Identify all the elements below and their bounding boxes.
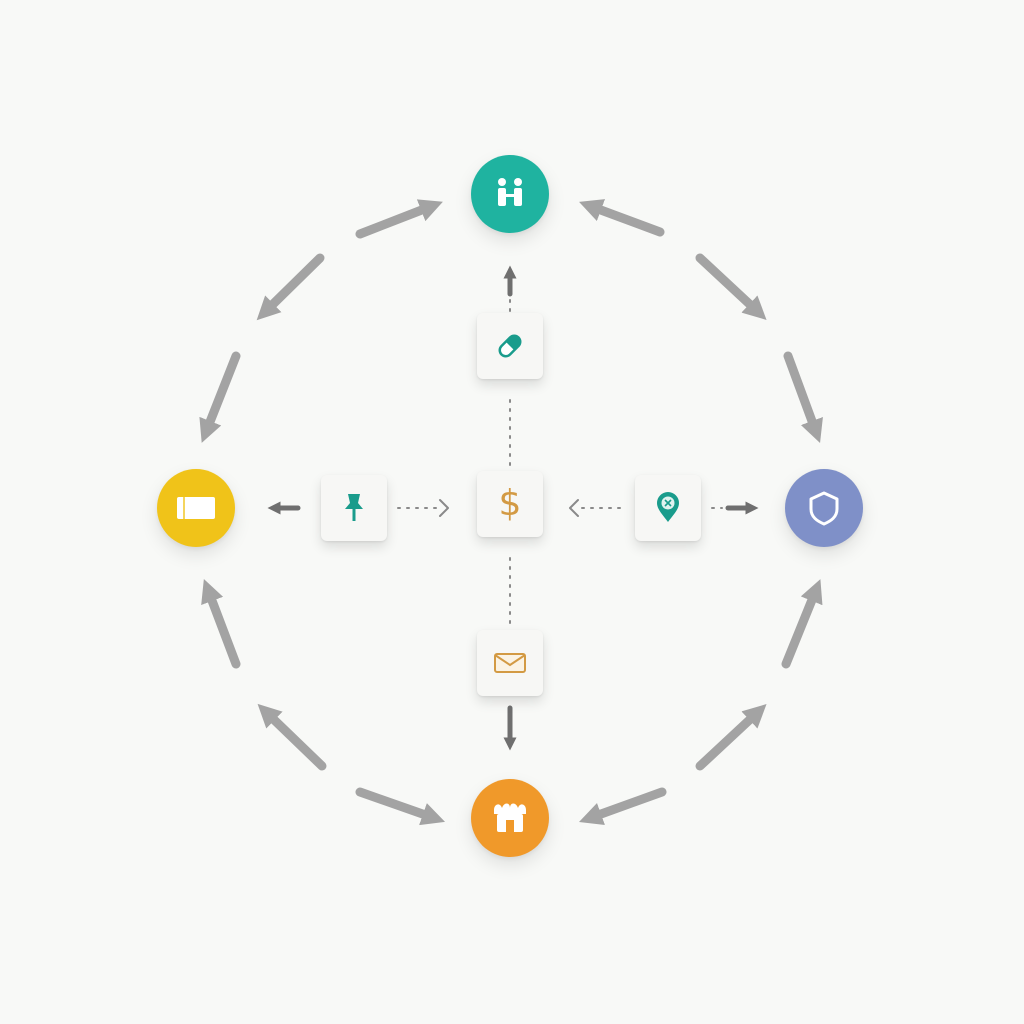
node-left[interactable] — [157, 469, 235, 547]
dollar-icon: $ — [498, 483, 522, 524]
ring-arrow — [578, 787, 667, 826]
tile-left[interactable] — [321, 475, 387, 541]
ring-arrow — [355, 199, 443, 239]
pill-icon — [498, 334, 522, 358]
node-bottom[interactable] — [471, 779, 549, 857]
tile-top[interactable] — [477, 313, 543, 379]
tile-right[interactable] — [635, 475, 701, 541]
ring-arrow — [199, 351, 241, 443]
ring-arrow — [355, 787, 446, 826]
people-icon — [498, 178, 522, 206]
ring-arrow — [256, 253, 325, 321]
chevron-right-icon — [439, 499, 449, 517]
node-right[interactable] — [785, 469, 863, 547]
chevron-left-icon — [569, 499, 579, 517]
card-icon — [177, 497, 215, 519]
ring-arrow — [695, 704, 767, 771]
node-top[interactable] — [471, 155, 549, 233]
location-icon — [657, 492, 679, 522]
shield-icon — [809, 491, 839, 526]
ring-arrow — [783, 351, 823, 443]
tile-center[interactable]: $ — [477, 471, 543, 537]
ring-arrow — [579, 199, 665, 237]
pin-icon — [345, 494, 363, 521]
ring-arrow — [201, 579, 241, 669]
ring-arrow — [695, 253, 767, 320]
ring-arrow — [257, 703, 327, 771]
tile-bottom[interactable] — [477, 630, 543, 696]
envelope-icon — [494, 653, 526, 673]
shop-icon — [494, 803, 526, 832]
ring-arrow — [781, 579, 823, 669]
